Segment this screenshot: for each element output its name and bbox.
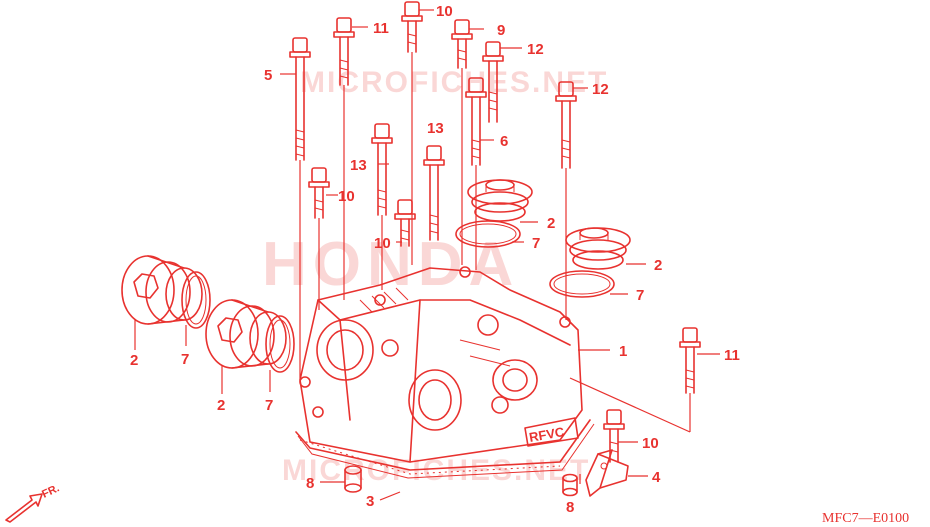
callout-10-center: 10 (374, 235, 391, 252)
callout-9: 9 (497, 22, 505, 39)
callout-2-left: 2 (217, 397, 225, 414)
bolt-10-lower (603, 409, 625, 463)
callout-11-top: 11 (373, 20, 389, 37)
bolt-13-mid (423, 145, 445, 241)
diagram-code: MFC7—E0100 (822, 511, 909, 526)
watermark-top: MICROFICHES.NET (300, 66, 608, 99)
dowel-8-left (344, 465, 362, 493)
cap-2-far-left (121, 255, 203, 325)
callout-10-lower: 10 (642, 435, 659, 452)
callout-12-right: 12 (592, 81, 609, 98)
cap-2-upper (467, 179, 533, 222)
dowel-8-right (562, 473, 578, 497)
callout-11-right: 11 (724, 347, 740, 364)
ring-7-far-left (181, 271, 211, 329)
callout-13-left: 13 (350, 157, 367, 174)
callout-6: 6 (500, 133, 508, 150)
bolt-12-right (555, 81, 577, 320)
ring-7-right (549, 270, 615, 298)
callout-13-mid: 13 (427, 120, 444, 137)
bolt-10-left (308, 167, 330, 310)
bolt-11-right (569, 327, 701, 433)
callout-7-right: 7 (636, 287, 644, 304)
front-indicator: FR. (5, 482, 61, 523)
callout-7-upper: 7 (532, 235, 540, 252)
callout-2-far-left: 2 (130, 352, 138, 369)
bolt-13-left (371, 123, 393, 290)
callout-10-left: 10 (338, 188, 355, 205)
callout-2-upper: 2 (547, 215, 555, 232)
callout-12-upper: 12 (527, 41, 544, 58)
watermark-center: HONDA (262, 230, 519, 299)
callout-10-top: 10 (436, 3, 453, 20)
callout-5: 5 (264, 67, 272, 84)
callout-4: 4 (652, 469, 661, 486)
callout-7-far-left: 7 (181, 351, 189, 368)
cap-2-left (205, 299, 287, 369)
callout-8-right: 8 (566, 499, 574, 516)
callout-2-right: 2 (654, 257, 662, 274)
callout-7-left: 7 (265, 397, 273, 414)
callouts: 5 11 10 9 12 12 13 13 6 10 10 2 7 2 7 1 … (130, 3, 740, 516)
ring-7-upper (455, 220, 521, 248)
bolt-10-top (401, 1, 423, 265)
front-label: FR. (40, 482, 61, 500)
gasket-3 (295, 419, 595, 479)
bolt-9 (451, 19, 473, 265)
bracket-4 (585, 449, 629, 497)
bolt-12-upper (482, 41, 504, 123)
callout-1: 1 (619, 343, 627, 360)
callout-8-left: 8 (306, 475, 314, 492)
bolt-11-top (333, 17, 355, 300)
cap-2-right (565, 227, 631, 270)
leader-lines (134, 9, 720, 501)
cylinder-head-cover-1: RFVC (299, 266, 583, 463)
cover-marking: RFVC (528, 424, 566, 445)
ring-7-left (265, 315, 295, 373)
pipe-6 (465, 77, 487, 270)
callout-3: 3 (366, 493, 374, 510)
